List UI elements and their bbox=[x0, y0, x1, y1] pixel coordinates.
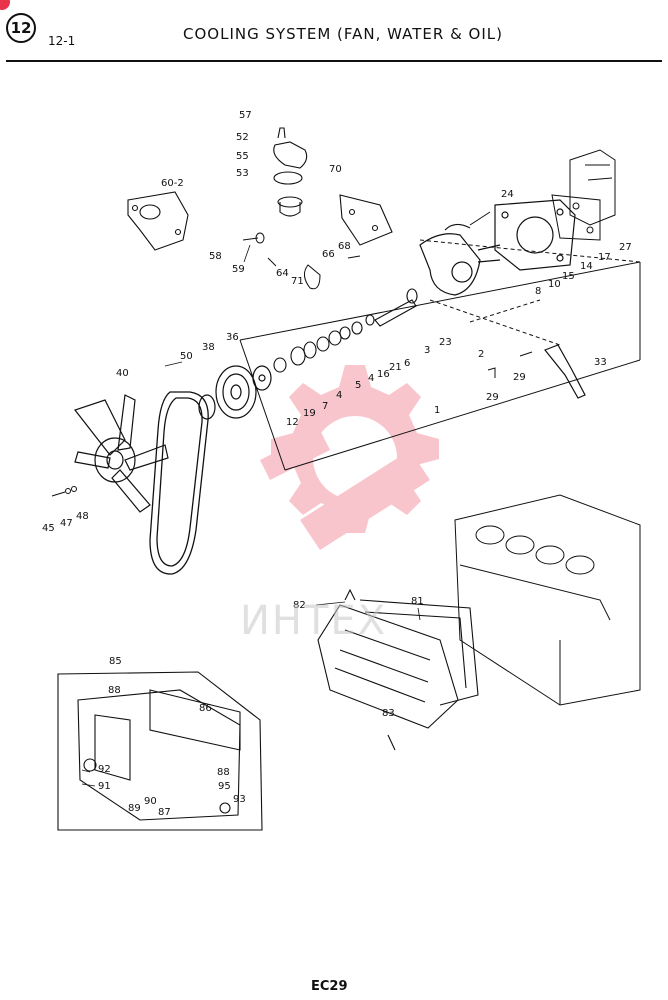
callout-88b: 88 bbox=[217, 767, 230, 778]
callout-52: 52 bbox=[236, 132, 249, 143]
callout-66: 66 bbox=[322, 249, 335, 260]
callout-3: 3 bbox=[424, 345, 430, 356]
callout-7: 7 bbox=[322, 401, 328, 412]
callout-14: 14 bbox=[580, 261, 593, 272]
callout-82: 82 bbox=[293, 600, 306, 611]
callout-23: 23 bbox=[439, 337, 452, 348]
callout-labels: 1 2 3 4 4 5 6 7 8 10 12 14 15 16 17 19 2… bbox=[42, 110, 632, 818]
callout-89: 89 bbox=[128, 803, 141, 814]
callout-4a: 4 bbox=[336, 390, 342, 401]
callout-95: 95 bbox=[218, 781, 231, 792]
callout-12: 12 bbox=[286, 417, 299, 428]
callout-27: 27 bbox=[619, 242, 632, 253]
watermark-gear-logo bbox=[260, 365, 439, 550]
callout-86: 86 bbox=[199, 703, 212, 714]
callout-1: 1 bbox=[434, 405, 440, 416]
callout-88a: 88 bbox=[108, 685, 121, 696]
oil-cooler-assembly bbox=[317, 588, 479, 751]
page-title: COOLING SYSTEM (FAN, WATER & OIL) bbox=[183, 25, 503, 43]
callout-33: 33 bbox=[594, 357, 607, 368]
callout-38: 38 bbox=[202, 342, 215, 353]
engine-block-top bbox=[551, 149, 616, 241]
engine-block-bottom bbox=[454, 494, 641, 706]
oil-cooler-inset bbox=[57, 671, 263, 831]
callout-19: 19 bbox=[303, 408, 316, 419]
callout-40: 40 bbox=[116, 368, 129, 379]
callout-5: 5 bbox=[355, 380, 361, 391]
callout-81: 81 bbox=[411, 596, 424, 607]
callout-8: 8 bbox=[535, 286, 541, 297]
callout-2: 2 bbox=[478, 349, 484, 360]
callout-85: 85 bbox=[109, 656, 122, 667]
callout-91: 91 bbox=[98, 781, 111, 792]
callout-55: 55 bbox=[236, 151, 249, 162]
water-outlet-pipe bbox=[127, 191, 189, 251]
callout-64: 64 bbox=[276, 268, 289, 279]
bypass-hose-flange bbox=[339, 194, 393, 246]
adjust-bracket bbox=[544, 344, 586, 399]
callout-57: 57 bbox=[239, 110, 252, 121]
corner-marker bbox=[0, 0, 10, 10]
page-code: EC29 bbox=[311, 979, 348, 994]
callout-59: 59 bbox=[232, 264, 245, 275]
callout-87: 87 bbox=[158, 807, 171, 818]
fan-belt bbox=[149, 391, 209, 575]
small-fasteners bbox=[51, 211, 533, 497]
callout-93: 93 bbox=[233, 794, 246, 805]
callout-53: 53 bbox=[236, 168, 249, 179]
callout-71: 71 bbox=[291, 276, 304, 287]
callout-47: 47 bbox=[60, 518, 73, 529]
cooling-fan bbox=[74, 394, 169, 513]
thermostat-housing bbox=[273, 127, 308, 217]
callout-4b: 4 bbox=[368, 373, 374, 384]
callout-29b: 29 bbox=[486, 392, 499, 403]
callout-29a: 29 bbox=[513, 372, 526, 383]
callout-92: 92 bbox=[98, 764, 111, 775]
callout-58: 58 bbox=[209, 251, 222, 262]
callout-21: 21 bbox=[389, 362, 402, 373]
pump-shaft-components bbox=[273, 288, 418, 373]
watermark-text: ИНТЕХ bbox=[240, 598, 388, 644]
callout-45: 45 bbox=[42, 523, 55, 534]
callout-leaders bbox=[81, 244, 421, 787]
callout-48: 48 bbox=[76, 511, 89, 522]
header-rule bbox=[6, 60, 662, 62]
fan-pulley bbox=[198, 365, 272, 420]
callout-50: 50 bbox=[180, 351, 193, 362]
callout-6: 6 bbox=[404, 358, 410, 369]
callout-60-2: 60-2 bbox=[161, 178, 184, 189]
water-pump-housing bbox=[419, 199, 576, 296]
callout-15: 15 bbox=[562, 271, 575, 282]
callout-10: 10 bbox=[548, 279, 561, 290]
callout-70: 70 bbox=[329, 164, 342, 175]
assembly-outline bbox=[239, 239, 641, 471]
callout-24: 24 bbox=[501, 189, 514, 200]
callout-83: 83 bbox=[382, 708, 395, 719]
callout-17: 17 bbox=[598, 252, 611, 263]
page-header: 12 12-1 COOLING SYSTEM (FAN, WATER & OIL… bbox=[0, 0, 668, 64]
callout-16: 16 bbox=[377, 369, 390, 380]
callout-68: 68 bbox=[338, 241, 351, 252]
section-subnumber: 12-1 bbox=[48, 34, 76, 48]
callout-90: 90 bbox=[144, 796, 157, 807]
section-number-badge: 12 bbox=[6, 13, 36, 43]
callout-36: 36 bbox=[226, 332, 239, 343]
